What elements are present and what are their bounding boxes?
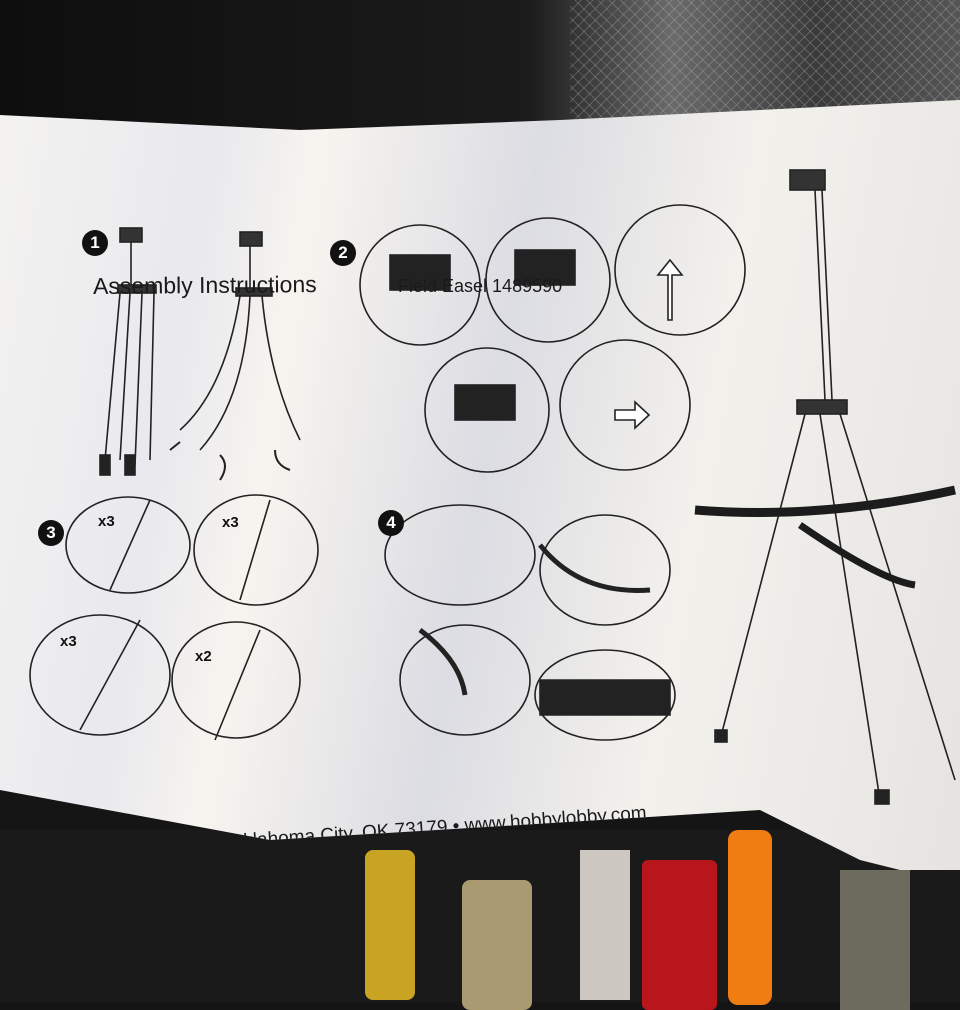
- orange-handle: [728, 830, 772, 1005]
- instruction-sheet: Assembly Instructions Field Easel 148959…: [0, 100, 960, 870]
- tool-grey: [840, 870, 910, 1010]
- multiplier-label: x3: [98, 513, 115, 530]
- illustrations: [29, 169, 956, 805]
- multiplier-label: x3: [60, 633, 77, 650]
- step-number-4: 4: [378, 510, 404, 536]
- easel-folded-illustration: [99, 227, 157, 476]
- multiplier-label: x2: [195, 648, 212, 665]
- wire-mesh: [570, 0, 960, 120]
- tool-handle: [462, 880, 532, 1010]
- step-number-2: 2: [330, 240, 356, 266]
- screwdriver-handle-yellow: [365, 850, 415, 1000]
- product-model: Field Easel 1489590: [398, 276, 563, 296]
- background-bottom: [0, 830, 960, 1010]
- tool-blade: [580, 850, 630, 1000]
- multiplier-label: x3: [222, 514, 239, 531]
- step-number-1: 1: [82, 230, 108, 256]
- red-handle: [642, 860, 717, 1010]
- step-number-3: 3: [38, 520, 64, 546]
- easel-unfolding-illustration: [169, 231, 301, 481]
- document-title: Assembly Instructions: [92, 271, 317, 299]
- easel-assembled-illustration: [694, 169, 956, 805]
